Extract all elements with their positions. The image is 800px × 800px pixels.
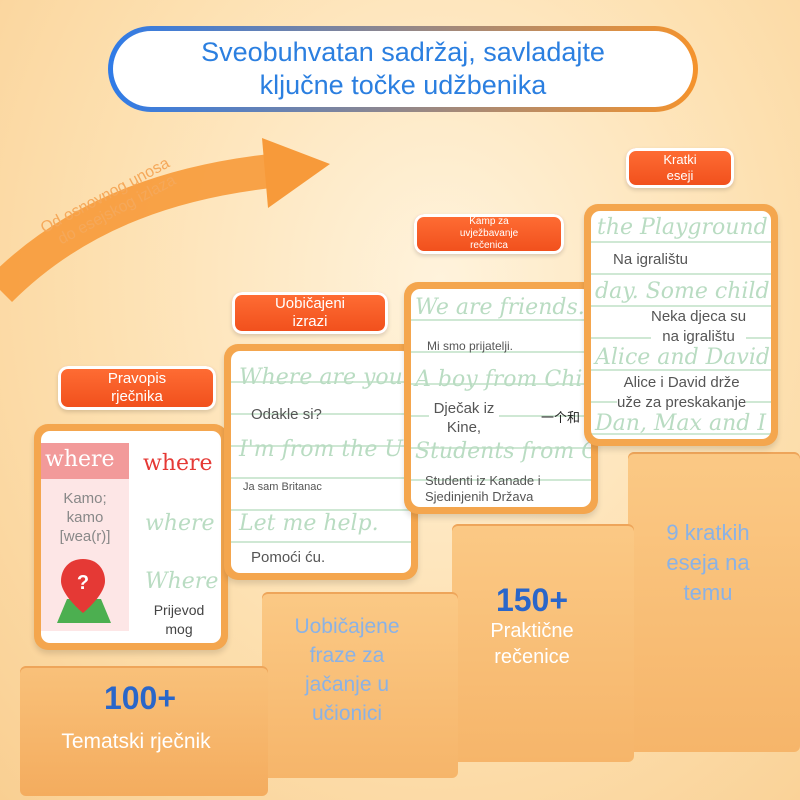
step-2-block — [262, 592, 458, 778]
label-essays: 9 kratkih eseja na temu — [628, 518, 788, 608]
card-phrases-content: Where are you Odakle si? I'm from the U … — [231, 351, 411, 573]
sentence-hr: Studenti iz Kanade i Sjedinjenih Država — [425, 473, 541, 505]
phrase-en: Where are you — [239, 365, 403, 390]
sentence-en: Students from C — [415, 439, 591, 464]
label-line: 9 kratkih — [666, 520, 750, 545]
word-right-3: Where — [145, 569, 219, 594]
label-line: temu — [683, 580, 733, 605]
essay-hr-line: Neka djeca su — [651, 308, 747, 325]
essay-en: day. Some childr — [595, 279, 771, 304]
meaning-line: kamo — [66, 509, 104, 526]
word-right-2: where — [145, 511, 215, 536]
count-sentences: 150+ — [495, 582, 569, 618]
sentence-hr-line: Kine, — [446, 419, 482, 436]
tag-line: Pravopis — [107, 370, 167, 387]
essay-hr-line: uže za preskakanje — [617, 394, 747, 411]
headline-line-2: ključne točke udžbenika — [259, 70, 547, 100]
essay-en: Alice and David d — [595, 345, 771, 370]
essay-en: the Playground — [597, 215, 768, 240]
phrase-en: Let me help. — [239, 511, 379, 536]
sentence-en: We are friends. — [415, 295, 585, 320]
phrase-en: I'm from the U — [239, 437, 403, 462]
tag-line: rječnika — [111, 388, 163, 405]
step-3-block — [452, 524, 634, 762]
label-phrases: Uobičajene fraze za jačanje u učionici — [262, 612, 432, 728]
essay-hr: Neka djeca su na igralištu — [651, 307, 747, 347]
word-meaning: Kamo; kamo [wea(r)] — [41, 489, 129, 546]
card-sentences-content: We are friends. Mi smo prijatelji. A boy… — [411, 289, 591, 507]
sentence-hr: Mi smo prijatelji. — [427, 339, 514, 353]
card-essays: the Playground Na igralištu day. Some ch… — [584, 204, 778, 446]
sentence-zh: 一个和 — [541, 410, 581, 425]
progress-arrow-icon — [0, 138, 330, 303]
card-phrases: Where are you Odakle si? I'm from the U … — [224, 344, 418, 580]
sentence-en: A boy from Chin — [415, 367, 591, 392]
sentence-hr-line: Dječak iz — [433, 400, 495, 417]
label-line: rečenice — [494, 646, 570, 668]
label-line: učionici — [311, 702, 383, 725]
headline-text: Sveobuhvatan sadržaj, savladajte ključne… — [113, 31, 693, 107]
headline-banner: Sveobuhvatan sadržaj, savladajte ključne… — [108, 26, 698, 112]
label-line: fraze za — [309, 644, 385, 667]
card-translation: Prijevod mog — [145, 601, 213, 639]
card-dictionary: where Kamo; kamo [wea(r)] ? where where … — [34, 424, 228, 650]
sentence-hr-line: Studenti iz Kanade i — [425, 473, 541, 488]
essay-hr: Alice i David drže uže za preskakanje — [617, 373, 747, 413]
headline-line-1: Sveobuhvatan sadržaj, savladajte — [201, 37, 605, 67]
card-dictionary-content: where Kamo; kamo [wea(r)] ? where where … — [41, 431, 221, 643]
tag-line: rečenica — [470, 240, 508, 251]
label-line: Uobičajene — [294, 615, 400, 638]
label-vocabulary: Tematski rječnik — [61, 730, 211, 753]
phrase-hr: Ja sam Britanac — [243, 481, 322, 493]
step-4-block — [628, 452, 800, 752]
essay-hr-line: na igralištu — [662, 328, 735, 345]
meaning-line: Kamo; — [63, 490, 107, 507]
translation-line: Prijevod — [153, 602, 205, 618]
tag-line: izrazi — [292, 313, 328, 330]
location-pin-icon: ? — [57, 559, 111, 623]
essay-hr-line: Alice i David drže — [623, 374, 740, 391]
tag-line: eseji — [666, 168, 694, 183]
translation-line: mog — [165, 621, 193, 637]
phrase-hr: Pomoći ću. — [251, 549, 326, 566]
svg-text:?: ? — [77, 572, 89, 594]
card-essays-content: the Playground Na igralištu day. Some ch… — [591, 211, 771, 439]
sentence-hr-line: Sjedinjenih Država — [425, 489, 534, 504]
label-line: Praktične — [490, 620, 574, 642]
card-sentences: We are friends. Mi smo prijatelji. A boy… — [404, 282, 598, 514]
tag-line: Kratki — [663, 152, 697, 167]
count-vocabulary: 100+ — [103, 680, 177, 716]
step-1-block — [20, 666, 268, 796]
label-line: jačanje u — [304, 673, 390, 696]
label-sentences: Praktične rečenice — [452, 618, 612, 670]
meaning-line: [wea(r)] — [59, 528, 111, 545]
phrase-hr: Odakle si? — [251, 406, 322, 423]
sentence-hr: Dječak iz Kine, — [429, 399, 499, 437]
word-right-1: where — [143, 451, 213, 476]
word-panel-header — [41, 443, 129, 479]
word-left: where — [45, 447, 115, 472]
tag-line: Kamp za — [469, 216, 509, 227]
essay-hr: Na igralištu — [613, 251, 689, 268]
label-line: eseja na — [666, 550, 750, 575]
essay-en: Dan, Max and I — [595, 411, 767, 436]
tag-line: Uobičajeni — [274, 295, 346, 312]
tag-line: uvježbavanje — [459, 228, 519, 239]
